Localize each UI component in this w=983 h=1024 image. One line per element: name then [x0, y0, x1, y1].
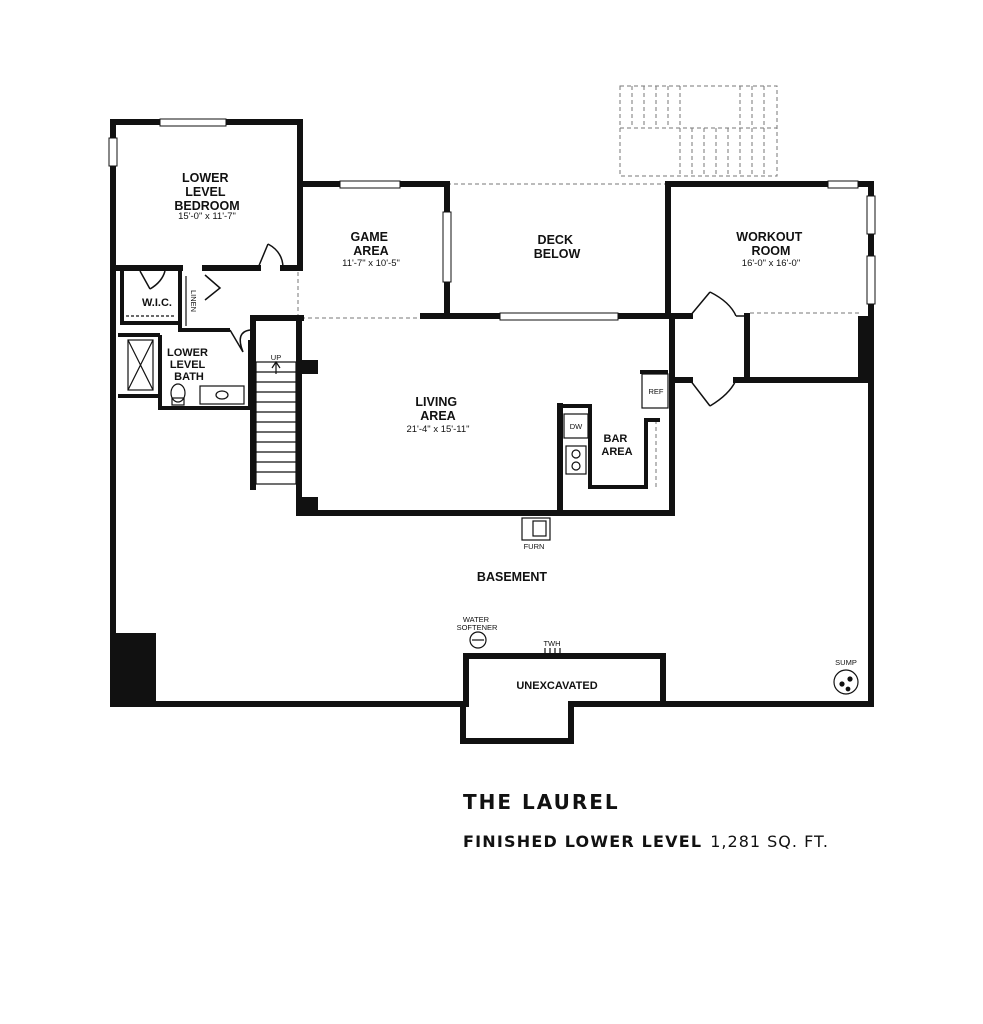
plan-subtitle: FINISHED LOWER LEVEL 1,281 SQ. FT.: [463, 832, 829, 851]
windows: [108, 118, 876, 321]
room-unexcavated-label: UNEXCAVATED: [516, 680, 597, 692]
room-bedroom-dim: 15'-0" x 11'-7": [178, 211, 236, 222]
linen-label: LINEN: [189, 290, 198, 312]
sump-label: SUMP: [835, 658, 857, 667]
stair-up-label: UP: [271, 353, 281, 362]
room-bedroom-label: LOWER LEVEL BEDROOM: [174, 171, 239, 213]
door-swings: [139, 243, 747, 407]
room-deck-label: DECK BELOW: [534, 233, 581, 261]
column-fills: [110, 316, 874, 707]
room-game-dim: 11'-7" x 10'-5": [342, 258, 400, 269]
room-basement-label: BASEMENT: [477, 570, 548, 584]
room-bar-label: BAR AREA: [601, 433, 632, 458]
dw-label: DW: [570, 422, 583, 431]
twh-label: TWH: [543, 639, 560, 648]
fixtures: [126, 276, 859, 695]
water-softener-label: WATER SOFTENER: [457, 615, 498, 632]
level-label: FINISHED LOWER LEVEL: [463, 832, 703, 851]
room-labels: LOWER LEVEL BEDROOM 15'-0" x 11'-7" GAME…: [142, 171, 805, 692]
plan-title: THE LAUREL: [463, 790, 620, 814]
floor-plan: LOWER LEVEL BEDROOM 15'-0" x 11'-7" GAME…: [108, 85, 876, 744]
dashed-openings: [297, 183, 860, 490]
room-living-label: LIVING AREA: [415, 395, 460, 423]
room-workout-label: WORKOUT ROOM: [736, 230, 805, 258]
room-workout-dim: 16'-0" x 16'-0": [742, 258, 800, 269]
room-bath-label: LOWER LEVEL BATH: [167, 347, 211, 383]
square-footage: 1,281 SQ. FT.: [710, 832, 829, 851]
room-game-label: GAME AREA: [351, 230, 392, 258]
room-wic-label: W.I.C.: [142, 297, 172, 309]
fixture-labels: LINEN UP REF DW FURN WATER SOFTENER TWH …: [189, 290, 857, 667]
ref-label: REF: [649, 387, 664, 396]
exterior-stairs: [619, 85, 778, 177]
furn-label: FURN: [524, 542, 545, 551]
partitions: [118, 268, 668, 489]
room-living-dim: 21'-4" x 15'-11": [406, 424, 469, 435]
